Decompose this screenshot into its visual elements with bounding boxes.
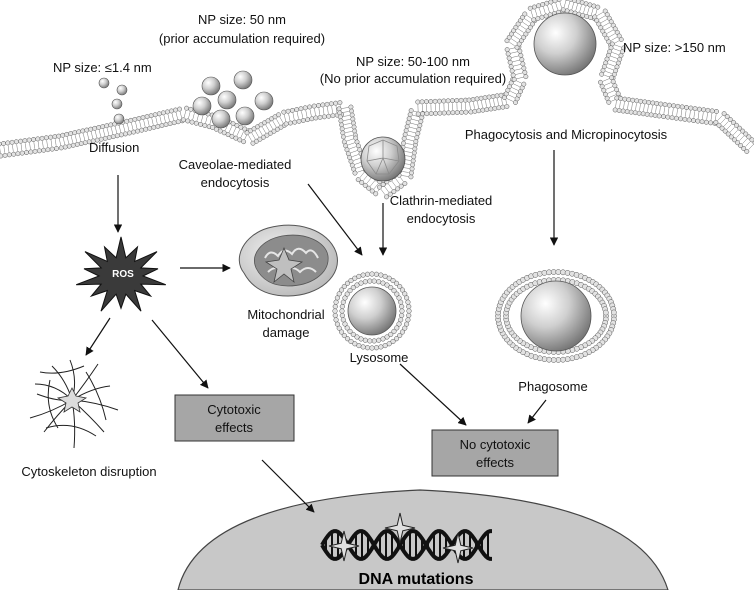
arrow-phagosome-to-no-cytotoxic <box>527 399 547 424</box>
cytoskeleton-fibers <box>29 359 119 449</box>
label-cytotoxic-line1: Cytotoxic <box>207 402 261 417</box>
label-cytoskeleton: Cytoskeleton disruption <box>21 464 156 479</box>
arrow-cytotoxic-to-dna <box>261 459 315 513</box>
label-dna-mutations: DNA mutations <box>359 571 474 588</box>
label-mito-line2: damage <box>263 325 310 340</box>
label-lysosome: Lysosome <box>350 350 409 365</box>
label-clathrin-line1: Clathrin-mediated <box>390 193 493 208</box>
label-np-small: NP size: ≤1.4 nm <box>53 60 152 75</box>
ros-burst <box>76 236 166 312</box>
label-np-50-100-line2: (No prior accumulation required) <box>320 71 506 86</box>
label-phagocytosis: Phagocytosis and Micropinocytosis <box>465 127 668 142</box>
label-clathrin-line2: endocytosis <box>407 211 476 226</box>
label-no-cytotoxic-line1: No cytotoxic <box>460 437 531 452</box>
label-caveolae-line2: endocytosis <box>201 175 270 190</box>
label-no-cytotoxic-line2: effects <box>476 455 515 470</box>
label-mito-line1: Mitochondrial <box>247 307 324 322</box>
arrow-ros-to-cytoskeleton <box>85 317 111 356</box>
label-np-50-line1: NP size: 50 nm <box>198 12 286 27</box>
mitochondrion <box>238 224 338 297</box>
caveolae-nanoparticles <box>192 70 274 129</box>
no-cytotoxic-box <box>431 429 559 477</box>
arrow-caveolae-to-lysosome <box>307 183 363 256</box>
label-diffusion: Diffusion <box>89 140 139 155</box>
phagosome-nanoparticle <box>520 280 592 352</box>
lysosome-nanoparticle <box>347 286 397 336</box>
label-cytotoxic-line2: effects <box>215 420 254 435</box>
clathrin-nanoparticle <box>360 136 406 182</box>
vesicle-layer <box>332 269 617 363</box>
arrows <box>85 150 559 513</box>
cell-membrane <box>0 0 754 200</box>
label-ros: ROS <box>112 269 134 280</box>
label-caveolae-line1: Caveolae-mediated <box>179 157 292 172</box>
dna-helix <box>320 512 492 564</box>
small-nanoparticles <box>98 77 128 125</box>
label-np-50-100-line1: NP size: 50-100 nm <box>356 54 470 69</box>
cytotoxic-box <box>174 394 295 442</box>
arrow-ros-to-cytotoxic <box>151 319 209 389</box>
arrow-lysosome-to-no-cytotoxic <box>399 363 467 426</box>
label-phagosome: Phagosome <box>518 379 587 394</box>
large-nanoparticle <box>533 12 597 76</box>
label-np-50-line2: (prior accumulation required) <box>159 31 325 46</box>
label-np-150: NP size: >150 nm <box>623 40 726 55</box>
